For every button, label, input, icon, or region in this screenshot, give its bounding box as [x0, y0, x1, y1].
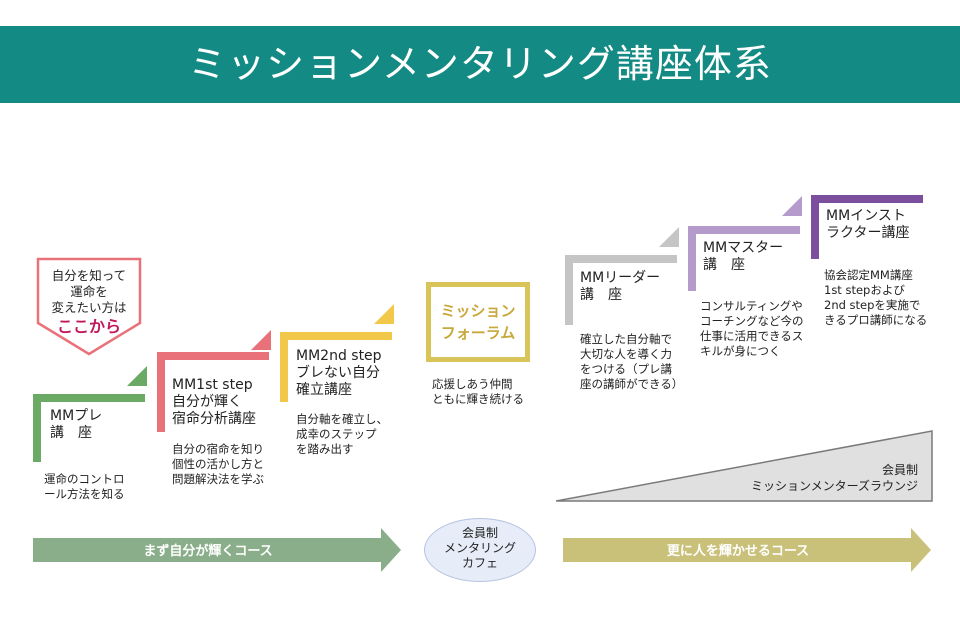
step-label-master: MMマスター 講 座 [703, 240, 784, 273]
forum-desc: 応援しあう仲間 ともに輝き続ける [432, 377, 524, 406]
step-bar-pre-horizontal [33, 394, 145, 402]
forum-box [426, 282, 530, 362]
title-bar [0, 26, 960, 103]
step-bar-pre-vertical [33, 394, 41, 462]
step-triangle-master [782, 196, 802, 216]
lounge-label: 会員制 ミッションメンターズラウンジ [750, 463, 918, 493]
step-bar-1st-horizontal [157, 352, 269, 360]
course-label-left: まず自分が輝くコース [143, 544, 273, 559]
page-title: ミッションメンタリング講座体系 [188, 42, 772, 86]
step-triangle-2nd [374, 304, 394, 324]
step-triangle-pre [127, 366, 147, 386]
cafe-label: 会員制 メンタリング カフェ [443, 526, 516, 570]
step-desc-pre: 運命のコントロ ール方法を知る [44, 472, 125, 501]
step-desc-1st: 自分の宿命を知り 個性の活かし方と 問題解決法を学ぶ [172, 442, 264, 486]
step-label-pre: MMプレ 講 座 [50, 408, 103, 441]
step-label-leader: MMリーダー 講 座 [580, 270, 661, 303]
callout-shape [36, 257, 142, 356]
step-bar-instructor-vertical [811, 195, 819, 259]
step-desc-leader: 確立した自分軸で 大切な人を導く力 をつける（プレ講 座の講師ができる） [580, 332, 684, 391]
step-bar-leader-horizontal [565, 255, 677, 263]
course-arrow-right [563, 528, 931, 572]
course-arrow-left [33, 528, 401, 572]
step-triangle-1st [251, 330, 271, 350]
callout-text: 自分を知って 運命を 変えたい方は [51, 268, 127, 315]
lounge-wedge [556, 430, 933, 502]
step-label-instructor: MMインスト ラクター講座 [826, 208, 910, 241]
step-triangle-leader [659, 227, 679, 247]
cafe-ellipse [424, 518, 536, 582]
step-bar-2nd-vertical [280, 332, 288, 402]
step-desc-instructor: 協会認定MM講座 1st stepおよび 2nd stepを実施で きるプロ講師… [824, 268, 928, 327]
step-label-2nd: MM2nd step ブレない自分 確立講座 [296, 348, 382, 398]
step-bar-instructor-horizontal [811, 195, 923, 203]
step-bar-master-vertical [688, 226, 696, 291]
step-label-1st: MM1st step 自分が輝く 宿命分析講座 [172, 377, 256, 427]
forum-label: ミッション フォーラム [440, 302, 516, 342]
step-bar-1st-vertical [157, 352, 165, 432]
course-label-right: 更に人を輝かせるコース [666, 544, 810, 559]
callout-emphasis: ここから [56, 317, 121, 336]
step-desc-2nd: 自分軸を確立し、 成幸のステップ を踏み出す [296, 412, 388, 456]
step-bar-leader-vertical [565, 255, 573, 325]
step-bar-2nd-horizontal [280, 332, 392, 340]
step-bar-master-horizontal [688, 226, 800, 234]
step-desc-master: コンサルティングや コーチングなど今の 仕事に活用できるス キルが身につく [700, 299, 804, 358]
